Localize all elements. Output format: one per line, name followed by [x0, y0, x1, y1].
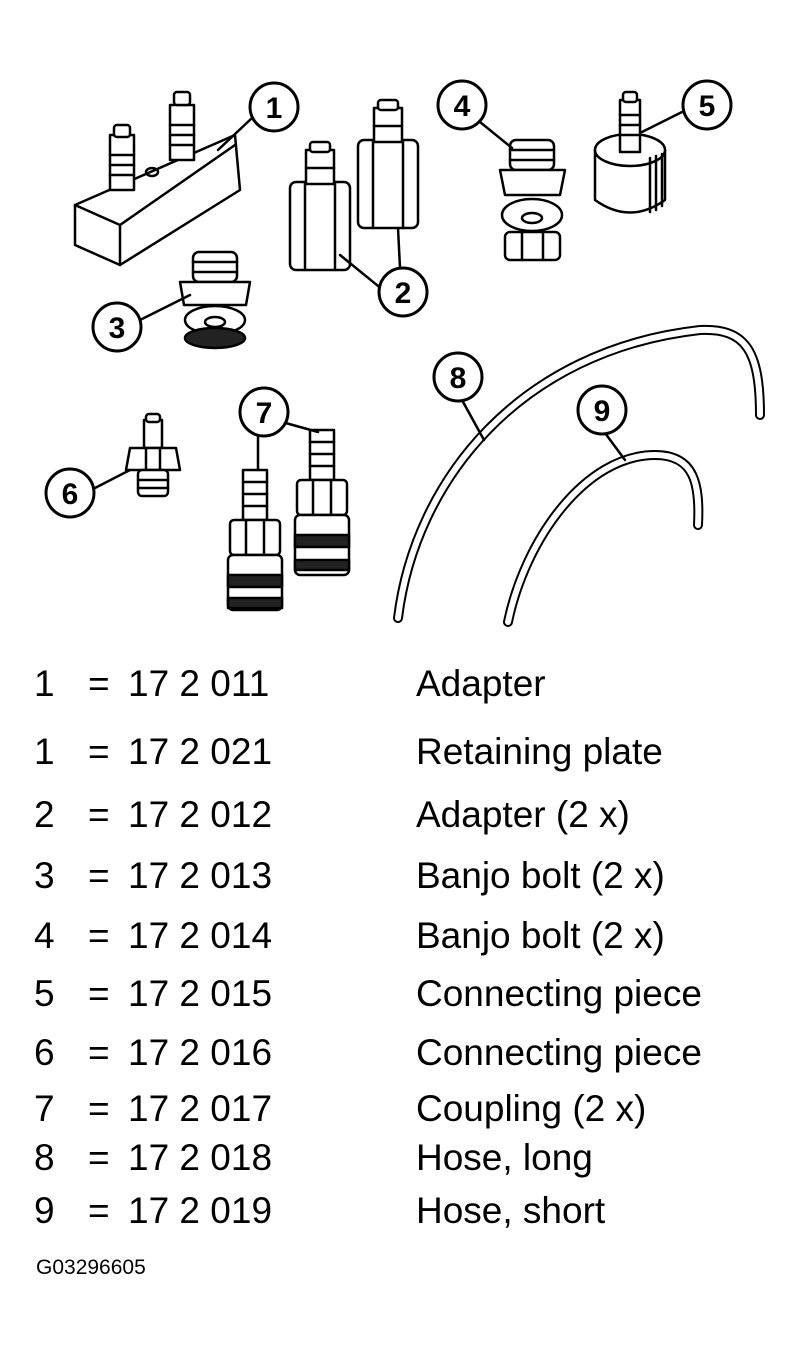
part-1-nipple-right — [168, 90, 196, 162]
part-7-couplings — [226, 428, 351, 612]
part-7-coupling-left — [226, 468, 284, 612]
legend-description: Hose, long — [416, 1137, 593, 1178]
part-8-hose-long — [393, 324, 765, 623]
legend-equals: = — [88, 794, 110, 835]
part-2-adapters — [288, 98, 420, 272]
legend-row-4: 3 = 17 2 013 Banjo bolt (2 x) — [0, 854, 808, 898]
legend-description: Connecting piece — [416, 1032, 702, 1073]
part-1-adapter-block — [73, 90, 242, 267]
legend-description: Adapter — [416, 663, 546, 704]
leader-5 — [640, 110, 684, 134]
legend-row-2: 1 = 17 2 021 Retaining plate — [0, 730, 808, 774]
callout-1: 1 — [248, 81, 300, 133]
callout-6-label: 6 — [62, 478, 79, 511]
legend-description: Coupling (2 x) — [416, 1088, 647, 1129]
callout-4-label: 4 — [454, 90, 471, 123]
callout-9-label: 9 — [594, 395, 611, 428]
part-2-adapter-left — [288, 140, 352, 272]
legend-row-5: 4 = 17 2 014 Banjo bolt (2 x) — [0, 914, 808, 958]
legend-item-number: 1 — [34, 663, 55, 704]
legend-row-1: 1 = 17 2 011 Adapter — [0, 662, 808, 706]
legend-part-code: 17 2 015 — [128, 973, 273, 1014]
legend-item-number: 6 — [34, 1032, 55, 1073]
legend-item-number: 5 — [34, 973, 55, 1014]
callout-2-label: 2 — [395, 277, 412, 310]
legend-description: Connecting piece — [416, 973, 702, 1014]
leader-7b — [280, 420, 320, 434]
callout-8-label: 8 — [450, 362, 467, 395]
legend-row-7: 6 = 17 2 016 Connecting piece — [0, 1031, 808, 1075]
part-9-hose-short — [503, 450, 704, 627]
legend-part-code: 17 2 014 — [128, 915, 273, 956]
legend-row-3: 2 = 17 2 012 Adapter (2 x) — [0, 793, 808, 837]
legend-row-10: 9 = 17 2 019 Hose, short — [0, 1189, 808, 1233]
legend-part-code: 17 2 017 — [128, 1088, 273, 1129]
legend-part-code: 17 2 016 — [128, 1032, 273, 1073]
legend-equals: = — [88, 1088, 110, 1129]
leader-1 — [216, 116, 254, 152]
parts-illustration: 1 2 3 4 5 6 7 8 — [44, 79, 765, 627]
legend-part-code: 17 2 019 — [128, 1190, 273, 1231]
legend-part-code: 17 2 013 — [128, 855, 273, 896]
leader-6 — [93, 468, 132, 490]
legend-item-number: 9 — [34, 1190, 55, 1231]
legend-equals: = — [88, 973, 110, 1014]
legend-equals: = — [88, 1190, 110, 1231]
leader-2a — [338, 253, 385, 292]
callout-9: 9 — [576, 384, 628, 436]
legend-item-number: 2 — [34, 794, 55, 835]
part-3-banjo-bolt — [178, 250, 252, 350]
legend-equals: = — [88, 731, 110, 772]
legend-equals: = — [88, 663, 110, 704]
legend-item-number: 3 — [34, 855, 55, 896]
legend-description: Banjo bolt (2 x) — [416, 915, 665, 956]
legend-equals: = — [88, 1137, 110, 1178]
callout-4: 4 — [436, 79, 488, 131]
legend-row-8: 7 = 17 2 017 Coupling (2 x) — [0, 1087, 808, 1131]
callout-circles: 1 2 3 4 5 6 7 8 — [44, 79, 733, 519]
leader-4 — [478, 120, 514, 150]
legend-equals: = — [88, 855, 110, 896]
legend-equals: = — [88, 1032, 110, 1073]
callout-8: 8 — [432, 351, 484, 403]
callout-7-label: 7 — [256, 397, 273, 430]
part-7-coupling-right — [293, 428, 351, 577]
legend-description: Hose, short — [416, 1190, 606, 1231]
leader-lines — [93, 110, 684, 490]
leader-2b — [396, 226, 402, 270]
legend-row-9: 8 = 17 2 018 Hose, long — [0, 1136, 808, 1180]
part-4-banjo-bolt — [498, 138, 567, 262]
legend-item-number: 1 — [34, 731, 55, 772]
callout-1-label: 1 — [266, 92, 283, 125]
legend-part-code: 17 2 011 — [128, 663, 270, 704]
legend-part-code: 17 2 018 — [128, 1137, 273, 1178]
callout-3-label: 3 — [109, 312, 126, 345]
legend-description: Retaining plate — [416, 731, 663, 772]
legend-item-number: 4 — [34, 915, 55, 956]
leader-3 — [138, 293, 192, 322]
part-5-connecting-piece — [593, 90, 667, 214]
part-6-connecting-piece — [124, 412, 182, 498]
legend-item-number: 8 — [34, 1137, 55, 1178]
callout-7: 7 — [238, 386, 290, 438]
legend-part-code: 17 2 021 — [128, 731, 273, 772]
legend-row-6: 5 = 17 2 015 Connecting piece — [0, 972, 808, 1016]
figure-id: G03296605 — [36, 1256, 146, 1279]
part-2-adapter-right — [356, 98, 420, 230]
callout-5: 5 — [681, 79, 733, 131]
callout-5-label: 5 — [699, 90, 716, 123]
legend-description: Banjo bolt (2 x) — [416, 855, 665, 896]
callout-6: 6 — [44, 467, 96, 519]
legend-equals: = — [88, 915, 110, 956]
legend-part-code: 17 2 012 — [128, 794, 273, 835]
legend-description: Adapter (2 x) — [416, 794, 630, 835]
callout-3: 3 — [91, 301, 143, 353]
leader-9 — [603, 431, 627, 462]
part-1-nipple-left — [108, 123, 136, 192]
legend-item-number: 7 — [34, 1088, 55, 1129]
leader-8 — [460, 398, 486, 442]
callout-2: 2 — [377, 266, 429, 318]
